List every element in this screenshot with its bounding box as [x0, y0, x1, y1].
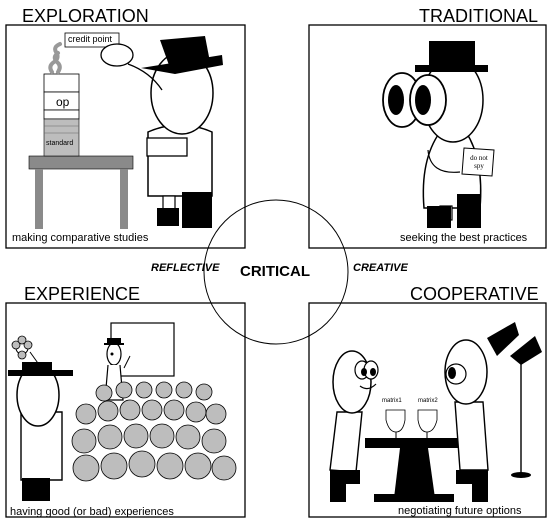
table-leg-right [120, 169, 128, 229]
block-standard [43, 118, 80, 157]
traditional-hat [429, 41, 475, 69]
glass-left [385, 409, 406, 433]
table-leg-left [35, 169, 43, 229]
label-credit-point: credit point [68, 34, 113, 44]
caption-cooperative: negotiating future options [398, 505, 522, 517]
glass-right [417, 409, 438, 433]
central-circle [203, 199, 349, 345]
traditional-scene [382, 41, 495, 228]
panel-title-cooperative: COOPERATIVE [410, 284, 539, 304]
caption-experience: having good (or bad) experiences [10, 506, 174, 518]
center-label: CRITICAL [240, 263, 310, 280]
tag-reflective: REFLECTIVE [151, 262, 220, 274]
label-matrix1: matrix1 [382, 398, 402, 404]
label-standard: standard [46, 140, 74, 147]
panel-title-traditional: TRADITIONAL [419, 6, 539, 26]
label-do-not-spy: do not spy [470, 154, 488, 170]
experience-scene [8, 322, 237, 501]
caption-traditional: seeking the best practices [400, 232, 528, 244]
explorer-body [147, 124, 213, 197]
do-not-spy-note [461, 147, 495, 177]
label-matrix2: matrix2 [418, 398, 438, 404]
panel-title-experience: EXPERIENCE [24, 284, 141, 304]
panel-title-exploration: EXPLORATION [22, 6, 149, 26]
table-top-shape [28, 155, 134, 170]
block-1 [43, 73, 80, 93]
presentation-screen [110, 322, 175, 377]
credit-point-tag [64, 32, 120, 48]
block-3 [43, 109, 80, 120]
audience [71, 381, 237, 482]
cooperative-head-left [332, 350, 372, 414]
cooperative-table [365, 438, 463, 448]
exploration-scene [28, 32, 223, 229]
caption-exploration: making comparative studies [12, 232, 149, 244]
label-op: op [56, 95, 70, 109]
cooperative-scene [329, 322, 542, 502]
tag-creative: CREATIVE [353, 262, 408, 274]
